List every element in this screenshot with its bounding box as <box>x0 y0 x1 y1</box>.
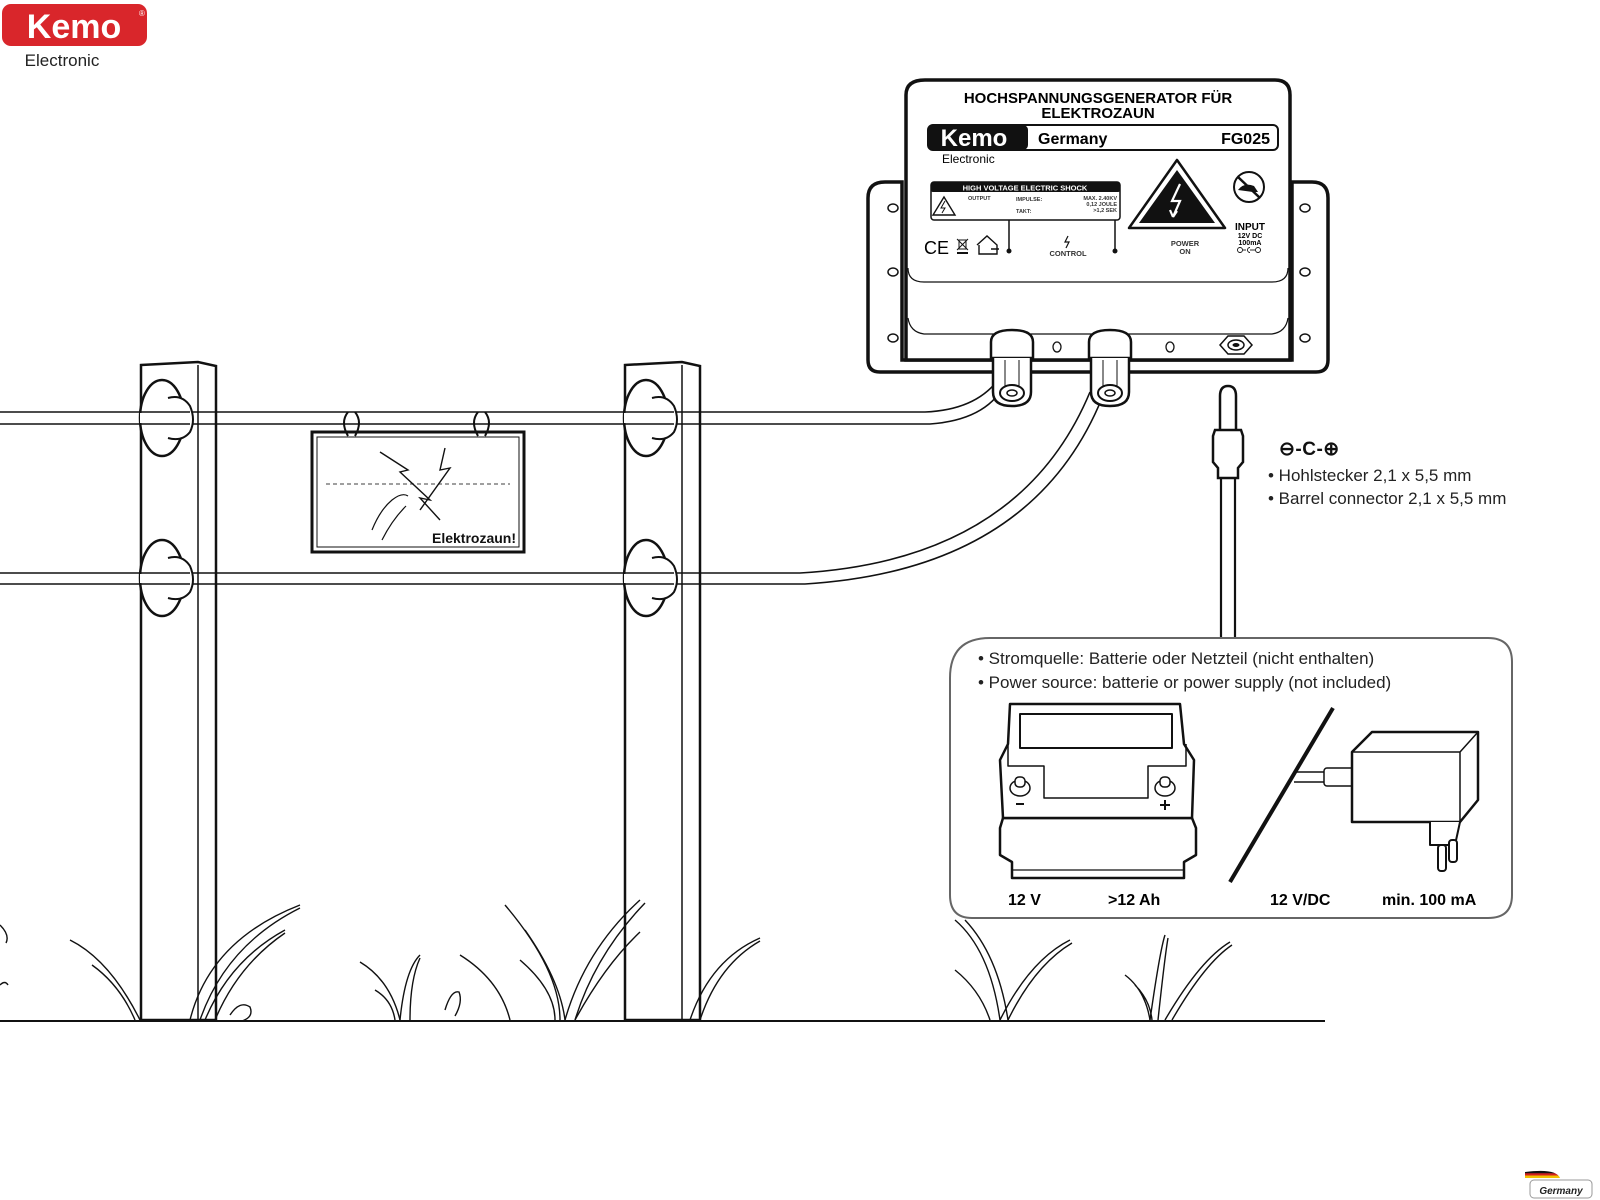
logo-text: Kemo <box>27 8 121 46</box>
hv-warning-label: HIGH VOLTAGE ELECTRIC SHOCK OUTPUT IMPUL… <box>930 181 1121 254</box>
polarity-symbol: ⊖-C-⊕ <box>1279 439 1340 460</box>
fence-post-left <box>139 360 218 1022</box>
impulse-label: IMPULSE: <box>1016 197 1042 203</box>
logo-subtext: Electronic <box>25 51 100 70</box>
device-brand-sub: Electronic <box>942 152 995 166</box>
small-polarity-icon <box>1237 247 1261 253</box>
small-warning-triangle-icon <box>931 195 957 216</box>
mounting-plate <box>866 180 1330 374</box>
output-label: OUTPUT <box>968 196 991 202</box>
connector-spec-en: • Barrel connector 2,1 x 5,5 mm <box>1268 489 1506 508</box>
mount-holes <box>887 203 1311 343</box>
high-voltage-warning-icon <box>1127 158 1227 230</box>
power-adapter-icon <box>1294 730 1480 872</box>
sign-text: Elektrozaun! <box>432 530 516 546</box>
weee-bin-icon <box>956 238 969 254</box>
battery-capacity: >12 Ah <box>1108 892 1160 909</box>
control-label: CONTROL <box>1049 249 1086 258</box>
power-source-box: • Stromquelle: Batterie oder Netzteil (n… <box>949 637 1513 919</box>
logo-badge <box>2 4 147 46</box>
output-terminal-2 <box>1087 328 1133 408</box>
kemo-logo: Kemo ® Electronic <box>2 4 147 70</box>
ce-mark-icon: CE <box>924 238 949 258</box>
status-led-holes <box>1052 341 1175 353</box>
insulator-right-top <box>622 378 678 458</box>
takt-label: TAKT: <box>1016 209 1032 215</box>
grass-illustration <box>0 899 1233 1022</box>
control-lightning-icon <box>1064 235 1070 249</box>
device-country: Germany <box>1038 131 1107 148</box>
dc-input-socket <box>1218 335 1254 355</box>
fence-post-right <box>623 360 702 1022</box>
fence-generator-device: HOCHSPANNUNGSGENERATOR FÜR ELEKTROZAUN K… <box>866 78 1330 408</box>
car-battery-icon <box>998 702 1198 880</box>
insulator-right-bottom <box>622 538 678 618</box>
logo-registered-mark: ® <box>139 9 145 18</box>
device-brand-logo: Kemo <box>941 125 1008 152</box>
output-terminal-1 <box>989 328 1035 408</box>
adapter-voltage: 12 V/DC <box>1270 892 1331 909</box>
fence-warning-sign: Elektrozaun! <box>310 411 526 554</box>
power-label-1: POWER <box>1171 239 1200 248</box>
adapter-current: min. 100 mA <box>1382 892 1477 909</box>
insulator-left-top <box>138 378 194 458</box>
input-current: 100mA <box>1239 240 1262 247</box>
barrel-plug-cable <box>1211 384 1245 640</box>
connector-spec-de: • Hohlstecker 2,1 x 5,5 mm <box>1268 466 1471 485</box>
input-voltage: 12V DC <box>1238 233 1263 240</box>
indoor-use-house-icon <box>976 235 999 255</box>
alternative-divider <box>1228 706 1335 884</box>
power-label-2: ON <box>1179 247 1190 256</box>
power-source-en: • Power source: batterie or power supply… <box>978 673 1391 692</box>
made-in-germany-badge: Germany <box>1525 1170 1593 1199</box>
power-source-de: • Stromquelle: Batterie oder Netzteil (n… <box>978 649 1374 668</box>
hv-warning-header: HIGH VOLTAGE ELECTRIC SHOCK <box>963 184 1088 193</box>
device-model: FG025 <box>1221 131 1270 148</box>
battery-voltage: 12 V <box>1008 892 1041 909</box>
device-title-line1: HOCHSPANNUNGSGENERATOR FÜR <box>964 90 1233 107</box>
impulse-value-2: 0,12 JOULE <box>1086 202 1117 208</box>
impulse-value-1: MAX. 2.40KV <box>1083 196 1117 202</box>
device-title-line2: ELEKTROZAUN <box>1041 105 1154 122</box>
germany-badge-text: Germany <box>1539 1186 1583 1197</box>
input-label: INPUT <box>1235 222 1265 233</box>
fence-wire-bottom <box>0 391 1103 585</box>
no-animal-icon <box>1233 171 1265 203</box>
insulator-left-bottom <box>138 538 194 618</box>
takt-value: >1,2 SEK <box>1093 208 1117 214</box>
